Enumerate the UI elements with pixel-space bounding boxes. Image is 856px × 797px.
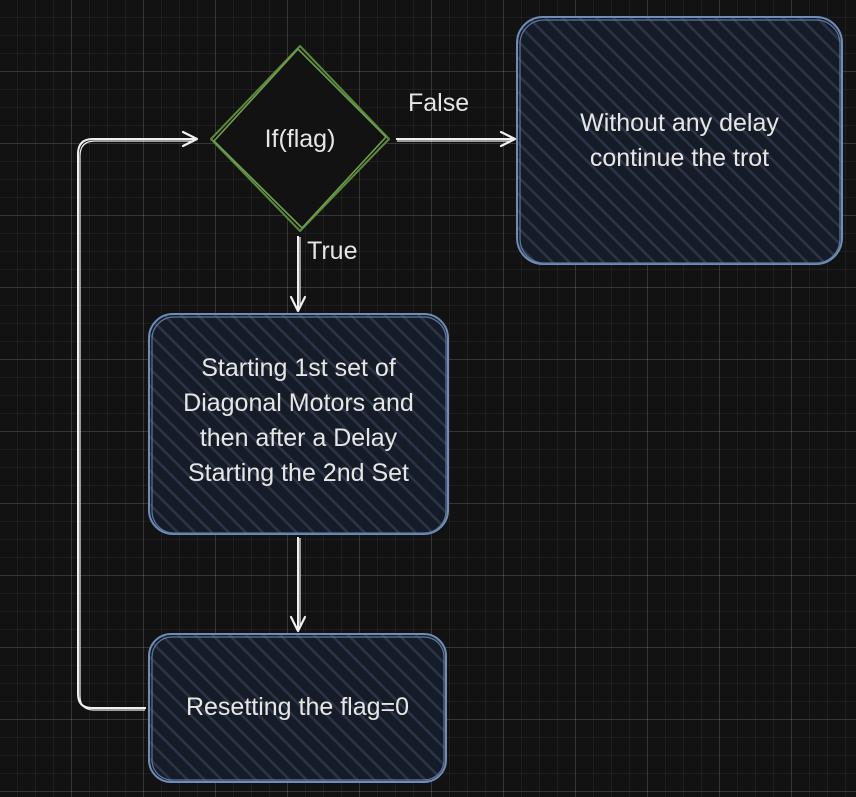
- false-edge-label: False: [408, 89, 470, 117]
- true-edge: [289, 236, 307, 313]
- no-delay-line-2: continue the trot: [589, 144, 770, 172]
- start-sets-line-4: Starting the 2nd Set: [188, 459, 409, 487]
- start-to-reset-edge: [289, 537, 307, 633]
- start-sets-line-1: Starting 1st set of: [201, 354, 396, 382]
- start-sets-line-3: then after a Delay: [199, 424, 398, 452]
- loop-back-edge: [77, 130, 199, 711]
- decision-label: If(flag): [264, 125, 336, 153]
- no-delay-line-1: Without any delay: [580, 109, 779, 137]
- reset-label: Resetting the flag=0: [185, 693, 410, 721]
- start-sets-label: Starting 1st set of Diagonal Motors and …: [149, 351, 448, 491]
- false-edge: [396, 130, 517, 148]
- no-delay-process-node[interactable]: [516, 16, 843, 265]
- reset-process-node[interactable]: [148, 633, 447, 783]
- decision-node[interactable]: [210, 45, 390, 232]
- start-sets-line-2: Diagonal Motors and: [183, 389, 414, 417]
- true-edge-label: True: [307, 237, 358, 265]
- no-delay-label: Without any delay continue the trot: [517, 106, 842, 176]
- start-sets-process-node[interactable]: [148, 313, 449, 535]
